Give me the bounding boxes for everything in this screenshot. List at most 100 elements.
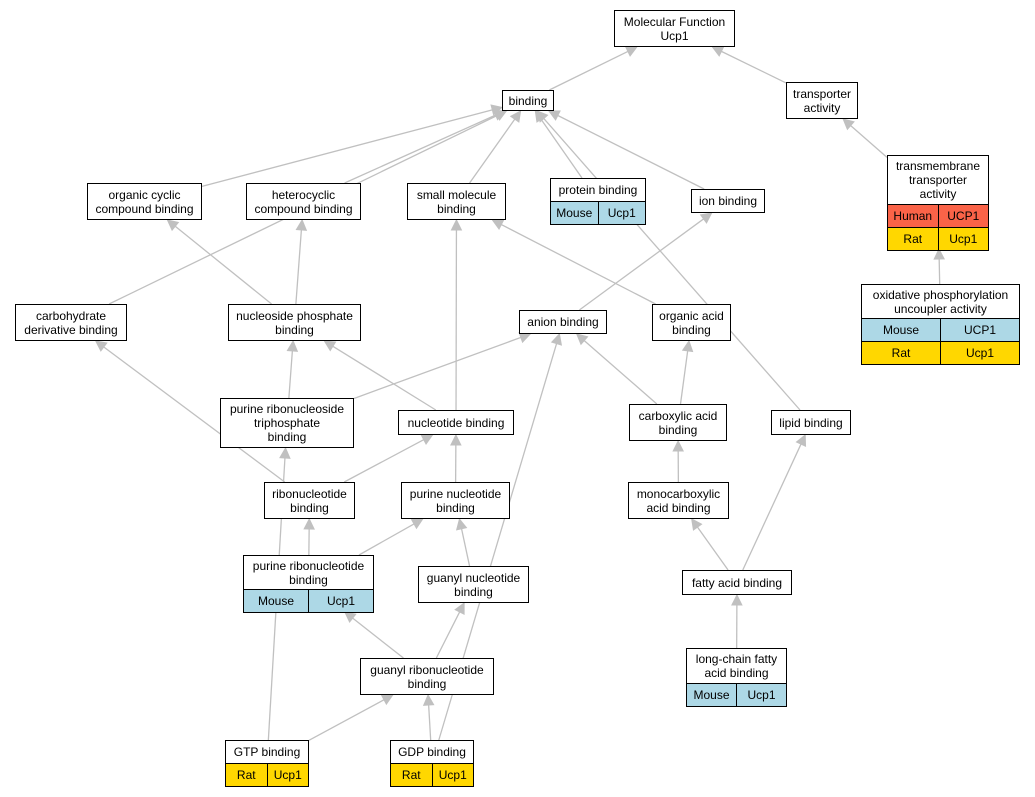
node-label: oxidative phosphorylation uncoupler acti… bbox=[872, 287, 1009, 316]
arrowhead bbox=[518, 332, 532, 344]
species-cell: Mouse bbox=[556, 206, 593, 220]
arrowhead bbox=[550, 332, 563, 346]
edge-fatty-acid-binding-to-lipid-binding bbox=[742, 443, 802, 571]
species-cell: Mouse bbox=[882, 323, 920, 337]
edge-purine-ribonucleoside-triphosphate-binding-to-nucleoside-phosphate-binding bbox=[288, 350, 294, 399]
arrowhead bbox=[575, 333, 589, 346]
node-carboxylic-acid-binding[interactable]: carboxylic acid binding bbox=[629, 404, 727, 441]
node-ribonucleotide-binding[interactable]: ribonucleotide binding bbox=[264, 482, 355, 519]
species-cell: Rat bbox=[401, 768, 421, 782]
node-guanyl-ribonucleotide-binding[interactable]: guanyl ribonucleotide binding bbox=[360, 658, 494, 695]
edge-nucleotide-binding-to-nucleoside-phosphate-binding bbox=[332, 345, 437, 411]
edge-heterocyclic-compound-binding-to-binding bbox=[344, 114, 496, 184]
node-label: nucleoside phosphate binding bbox=[236, 308, 353, 337]
edge-lipid-binding-to-binding bbox=[543, 118, 801, 411]
node-label: lipid binding bbox=[779, 415, 843, 430]
arrowhead bbox=[303, 517, 315, 530]
gene-cell: UCP1 bbox=[937, 205, 989, 227]
node-label: organic cyclic compound binding bbox=[95, 187, 194, 216]
node-ion-binding[interactable]: ion binding bbox=[691, 189, 765, 213]
species-cell: Rat bbox=[903, 232, 923, 246]
arrowhead bbox=[279, 446, 291, 459]
node-nucleoside-phosphate-binding[interactable]: nucleoside phosphate binding bbox=[228, 304, 361, 341]
node-organic-cyclic-compound-binding[interactable]: organic cyclic compound binding bbox=[87, 183, 202, 220]
node-guanyl-nucleotide-binding[interactable]: guanyl nucleotide binding bbox=[418, 566, 529, 603]
arrowhead bbox=[795, 433, 807, 447]
arrowhead bbox=[454, 602, 465, 615]
annotation-row: Rat Ucp1 bbox=[862, 341, 1019, 364]
arrowhead bbox=[509, 110, 522, 123]
node-label: purine ribonucleoside triphosphate bindi… bbox=[229, 402, 345, 444]
arrowhead bbox=[933, 247, 945, 260]
arrowhead bbox=[681, 339, 694, 353]
annotation-row: Human UCP1 bbox=[888, 204, 988, 227]
node-label: carboxylic acid binding bbox=[638, 408, 718, 437]
arrowhead bbox=[494, 110, 508, 121]
arrowhead bbox=[422, 693, 435, 706]
gene-cell: Ucp1 bbox=[940, 342, 1019, 364]
node-nucleotide-binding[interactable]: nucleotide binding bbox=[398, 410, 514, 435]
node-small-molecule-binding[interactable]: small molecule binding bbox=[407, 183, 506, 220]
node-lipid-binding[interactable]: lipid binding bbox=[771, 410, 851, 435]
gene-cell: Ucp1 bbox=[308, 590, 373, 612]
node-label: Molecular Function Ucp1 bbox=[623, 14, 726, 43]
arrowhead bbox=[94, 340, 108, 352]
node-label: purine ribonucleotide binding bbox=[252, 558, 365, 587]
edge-fatty-acid-binding-to-monocarboxylic-acid-binding bbox=[696, 526, 729, 571]
arrowhead bbox=[166, 219, 180, 232]
node-purine-nucleotide-binding[interactable]: purine nucleotide binding bbox=[401, 482, 510, 519]
node-oxidative-phosphorylation-uncoupler-activity[interactable]: oxidative phosphorylation uncoupler acti… bbox=[861, 284, 1020, 365]
arrowhead bbox=[295, 218, 308, 231]
arrowhead bbox=[691, 518, 703, 531]
edge-nucleoside-phosphate-binding-to-organic-cyclic-compound-binding bbox=[174, 225, 272, 305]
node-monocarboxylic-acid-binding[interactable]: monocarboxylic acid binding bbox=[628, 482, 729, 519]
edge-ribonucleotide-binding-to-carbohydrate-derivative-binding bbox=[103, 346, 286, 483]
edge-transmembrane-transporter-activity-to-transporter-activity bbox=[850, 125, 888, 158]
node-heterocyclic-compound-binding[interactable]: heterocyclic compound binding bbox=[246, 183, 361, 220]
node-label: long-chain fatty acid binding bbox=[695, 652, 778, 680]
node-label: guanyl nucleotide binding bbox=[426, 570, 521, 599]
node-label: GDP binding bbox=[398, 745, 466, 759]
edge-organic-acid-binding-to-small-molecule-binding bbox=[501, 224, 656, 305]
annotation-row: Mouse UCP1 bbox=[862, 318, 1019, 341]
gene-cell: Ucp1 bbox=[736, 684, 786, 706]
node-carbohydrate-derivative-binding[interactable]: carbohydrate derivative binding bbox=[15, 304, 127, 341]
node-transporter-activity[interactable]: transporter activity bbox=[786, 82, 858, 119]
node-molecular-function[interactable]: Molecular Function Ucp1 bbox=[614, 10, 735, 47]
node-label: nucleotide binding bbox=[407, 415, 505, 430]
edge-small-molecule-binding-to-binding bbox=[469, 118, 516, 184]
node-label: carbohydrate derivative binding bbox=[24, 308, 118, 337]
node-purine-ribonucleoside-triphosphate-binding[interactable]: purine ribonucleoside triphosphate bindi… bbox=[220, 398, 354, 448]
arrowhead bbox=[343, 611, 357, 624]
node-binding[interactable]: binding bbox=[502, 90, 554, 111]
species-cell: Human bbox=[893, 209, 933, 223]
arrowhead bbox=[455, 517, 468, 531]
gene-cell: UCP1 bbox=[940, 319, 1019, 341]
node-label: fatty acid binding bbox=[691, 575, 783, 590]
arrowhead bbox=[420, 434, 434, 446]
species-cell: Mouse bbox=[693, 688, 730, 702]
edge-organic-cyclic-compound-binding-to-binding bbox=[201, 109, 493, 187]
species-cell: Rat bbox=[236, 768, 256, 782]
node-anion-binding[interactable]: anion binding bbox=[519, 310, 607, 334]
arrowhead bbox=[672, 439, 684, 452]
node-organic-acid-binding[interactable]: organic acid binding bbox=[652, 304, 731, 341]
gene-cell: Ucp1 bbox=[597, 202, 646, 224]
node-fatty-acid-binding[interactable]: fatty acid binding bbox=[682, 570, 792, 595]
edge-oxidative-phosphorylation-uncoupler-activity-to-transmembrane-transporter-activity bbox=[938, 258, 941, 285]
edge-guanyl-nucleotide-binding-to-purine-nucleotide-binding bbox=[460, 528, 471, 567]
arrowhead bbox=[711, 46, 725, 57]
node-label: binding bbox=[508, 93, 548, 108]
species-cell: Rat bbox=[891, 346, 911, 360]
arrowhead bbox=[842, 118, 855, 131]
arrowhead bbox=[450, 433, 462, 446]
node-label: anion binding bbox=[527, 315, 599, 329]
